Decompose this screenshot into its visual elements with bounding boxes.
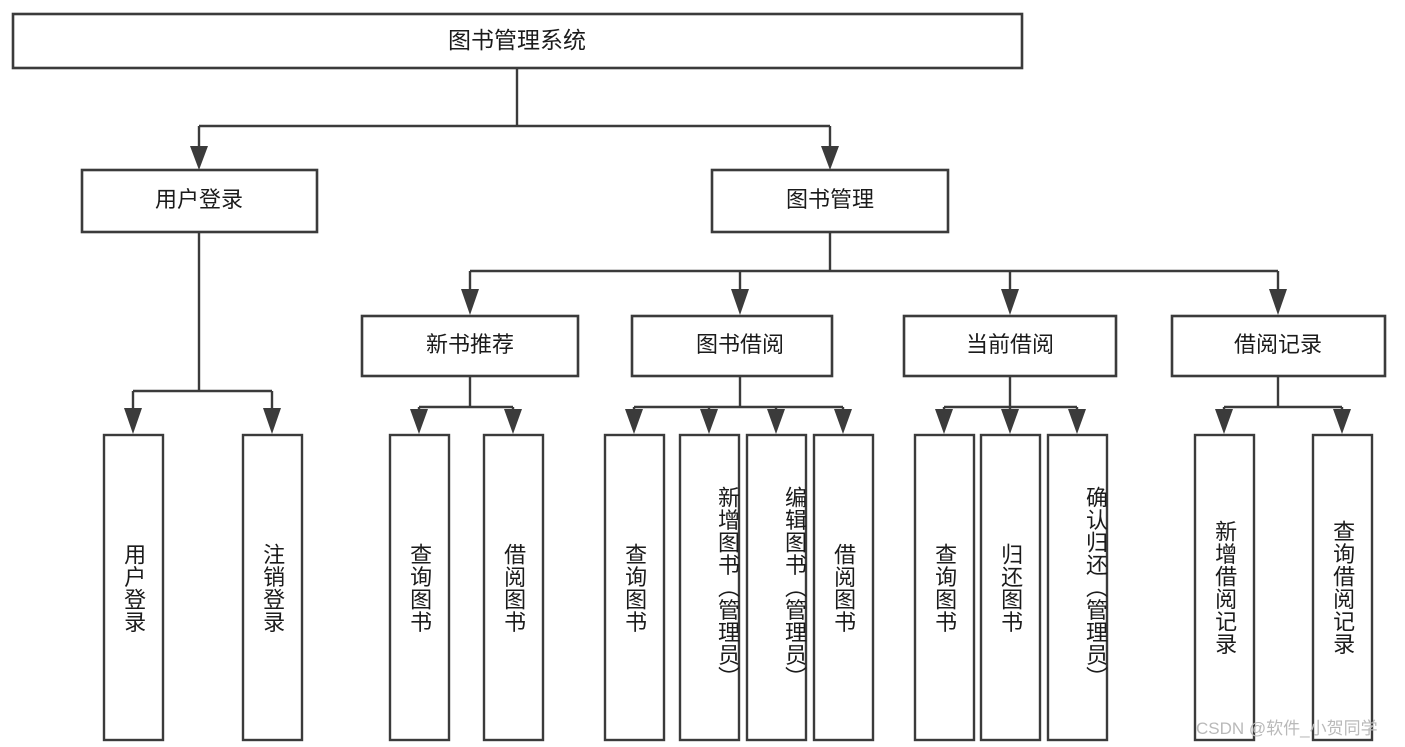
connector-layer — [124, 68, 1351, 434]
arrowhead-leaf-query-book-3 — [935, 409, 953, 434]
node-leaf-query-book-1[interactable] — [388, 433, 451, 742]
arrowhead-leaf-logout — [263, 408, 281, 434]
arrowhead-leaf-edit-book — [767, 409, 785, 434]
arrowhead-book-manage — [821, 146, 839, 170]
node-leaf-add-record[interactable] — [1193, 433, 1256, 742]
arrowhead-leaf-add-book — [700, 409, 718, 434]
node-leaf-add-book[interactable] — [678, 433, 741, 742]
arrowhead-user-login — [190, 146, 208, 170]
arrowhead-leaf-user-login — [124, 408, 142, 434]
arrowhead-leaf-borrow-book-2 — [834, 409, 852, 434]
arrowhead-leaf-query-book-1 — [410, 409, 428, 434]
arrowhead-leaf-add-record — [1215, 409, 1233, 434]
arrowhead-leaf-query-record — [1333, 409, 1351, 434]
node-leaf-edit-book[interactable] — [745, 433, 808, 742]
node-new-book-recommend-label: 新书推荐 — [426, 332, 514, 357]
node-leaf-borrow-book-2[interactable] — [812, 433, 875, 742]
arrowhead-leaf-borrow-book-1 — [504, 409, 522, 434]
node-root-label: 图书管理系统 — [448, 27, 586, 53]
arrowhead-leaf-return-book — [1001, 409, 1019, 434]
node-leaf-query-book-3[interactable] — [913, 433, 976, 742]
node-borrow-record[interactable] — [1170, 314, 1387, 378]
arrowhead-new-book-recommend — [461, 289, 479, 315]
node-borrow-record-label: 借阅记录 — [1234, 332, 1322, 357]
node-leaf-logout[interactable] — [241, 433, 304, 742]
node-leaf-borrow-book-1[interactable] — [482, 433, 545, 742]
node-leaf-return-book[interactable] — [979, 433, 1042, 742]
arrowhead-leaf-query-book-2 — [625, 409, 643, 434]
node-leaf-user-login[interactable] — [102, 433, 165, 742]
node-book-borrow-label: 图书借阅 — [696, 332, 784, 357]
arrowhead-borrow-record — [1269, 289, 1287, 315]
node-layer: 图书管理系统 用户登录 图书管理 新书推荐 图书借阅 当前借阅 借阅记录 — [11, 12, 1387, 742]
arrowhead-current-borrow — [1001, 289, 1019, 315]
node-leaf-confirm-return[interactable] — [1046, 433, 1109, 742]
node-new-book-recommend[interactable] — [360, 314, 580, 378]
node-leaf-query-record[interactable] — [1311, 433, 1374, 742]
node-book-borrow[interactable] — [630, 314, 834, 378]
node-current-borrow-label: 当前借阅 — [966, 332, 1054, 357]
node-book-manage-label: 图书管理 — [786, 187, 874, 212]
node-root[interactable] — [11, 12, 1024, 70]
arrowhead-leaf-confirm-return — [1068, 409, 1086, 434]
node-current-borrow[interactable] — [902, 314, 1118, 378]
node-book-manage[interactable] — [710, 168, 950, 234]
node-user-login[interactable] — [80, 168, 319, 234]
csdn-watermark: CSDN @软件_小贺同学 — [1196, 719, 1378, 738]
node-user-login-label: 用户登录 — [155, 187, 243, 212]
node-leaf-query-book-2[interactable] — [603, 433, 666, 742]
arrowhead-book-borrow — [731, 289, 749, 315]
